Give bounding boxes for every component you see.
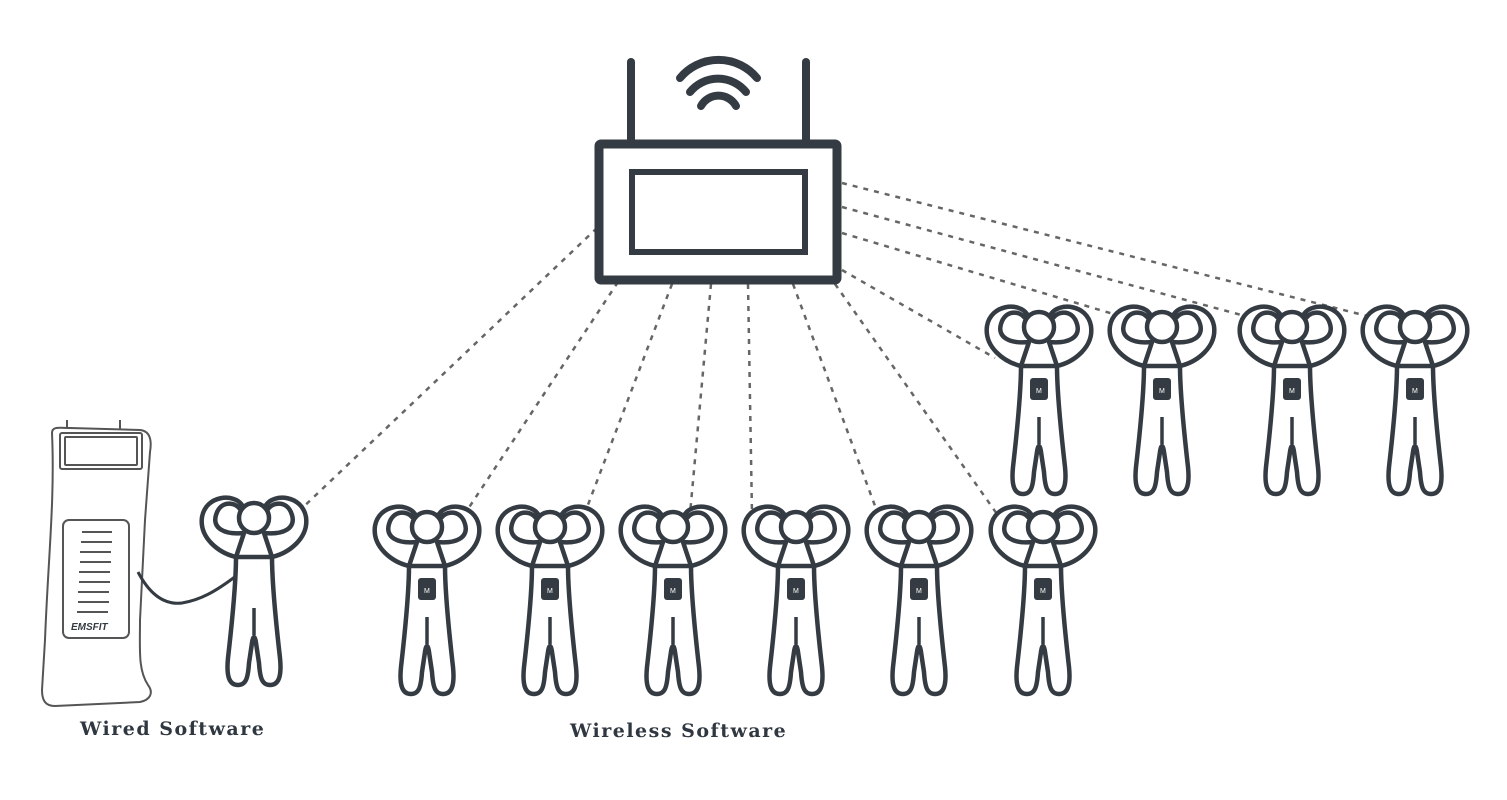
wired-ems-stand-icon: EMSFIT <box>40 420 152 708</box>
connection-bottom-3 <box>688 283 713 515</box>
wireless-connections <box>297 181 1376 515</box>
wireless-trainee-9: M <box>1240 307 1345 494</box>
module-label: M <box>916 588 922 595</box>
connection-top-3 <box>841 205 1246 318</box>
wireless-trainee-4: M <box>744 507 849 694</box>
wireless-trainee-3: M <box>621 507 726 694</box>
wireless-trainee-10: M <box>1363 307 1468 494</box>
wireless-trainee-2: M <box>498 507 603 694</box>
wireless-software-caption: Wireless Software <box>570 720 788 742</box>
connection-bottom-2 <box>584 283 674 511</box>
wired-trainee-icon <box>202 498 307 685</box>
module-label: M <box>1040 588 1046 595</box>
wifi-router-icon <box>594 55 842 285</box>
connection-top-1 <box>841 268 996 360</box>
module-label: M <box>547 588 553 595</box>
connection-top-2 <box>841 231 1121 318</box>
module-label: M <box>1289 388 1295 395</box>
module-label: M <box>424 588 430 595</box>
stand-cable <box>136 571 237 605</box>
module-label: M <box>793 588 799 595</box>
wired-software-caption: Wired Software <box>80 718 266 740</box>
module-label: M <box>1159 388 1165 395</box>
connection-wired-person <box>297 227 598 513</box>
wireless-trainee-6: M <box>991 507 1096 694</box>
stand-brand-label: EMSFIT <box>71 622 109 633</box>
wireless-trainee-5: M <box>867 507 972 694</box>
module-label: M <box>1412 388 1418 395</box>
connection-bottom-4 <box>746 283 754 515</box>
module-label: M <box>1036 388 1042 395</box>
wireless-trainee-8: M <box>1110 307 1215 494</box>
connection-bottom-6 <box>833 283 999 515</box>
connection-bottom-1 <box>464 281 620 513</box>
connection-top-4 <box>841 181 1376 320</box>
wireless-trainee-7: M <box>987 307 1092 494</box>
connection-bottom-5 <box>791 283 880 515</box>
module-label: M <box>670 588 676 595</box>
wireless-trainee-1: M <box>375 507 480 694</box>
